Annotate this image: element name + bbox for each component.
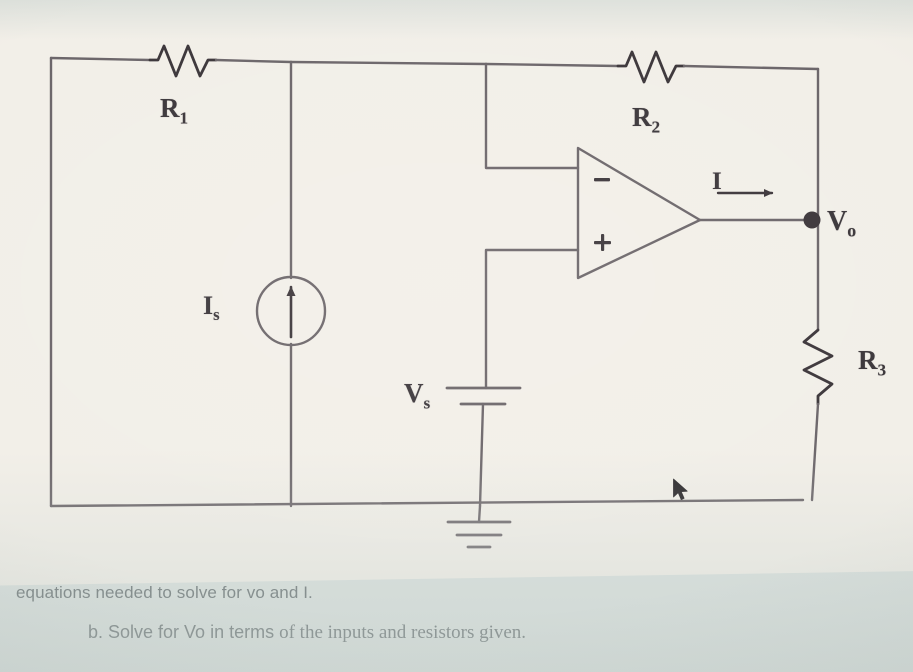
wire-to-noninverting-input [484, 248, 580, 390]
label-r2: R2 [632, 102, 661, 137]
label-is-subscript: s [213, 305, 220, 325]
wire-top-right-in [484, 62, 620, 68]
label-r3: R3 [858, 345, 887, 380]
label-r1-subscript: 1 [179, 108, 189, 128]
wire-r2-to-right-rail [682, 64, 820, 71]
question-line-a: equations needed to solve for vo and I. [16, 583, 313, 602]
wire-r3-to-bottom-rail [810, 402, 820, 502]
label-r3-subscript: 3 [877, 360, 887, 380]
resistor-r2-body [616, 50, 686, 84]
label-r1: R1 [160, 93, 189, 128]
wire-vs-to-ground [477, 504, 482, 524]
label-r2-subscript: 2 [651, 117, 661, 137]
label-is: Is [203, 291, 220, 325]
op-amp-triangle [576, 146, 702, 280]
resistor-r3-body [802, 328, 834, 406]
opamp-minus-sign [594, 178, 610, 182]
label-vo: Vo [827, 206, 857, 241]
wire-bottom-rail [49, 498, 805, 508]
question-line-b: b. Solve for Vo in terms of the inputs a… [88, 622, 526, 644]
resistor-r1-body [148, 44, 218, 78]
label-vs: Vs [404, 378, 431, 413]
circuit-diagram [49, 44, 834, 549]
wire-junction-to-inv-drop [289, 60, 488, 66]
wire-to-inverting-input [484, 62, 580, 170]
label-vs-subscript: s [423, 393, 431, 413]
question-line-b-prefix: b. Solve for Vo in terms [88, 622, 280, 642]
label-vo-subscript: o [847, 220, 857, 241]
question-line-b-suffix: of the inputs and resistors given. [279, 622, 527, 643]
wire-r1-to-junction [214, 58, 293, 64]
opamp-plus-sign-vertical [601, 234, 605, 251]
mouse-cursor-icon [673, 478, 688, 500]
wire-vs-to-bottom-rail [478, 402, 485, 508]
label-current-i: I [712, 168, 722, 195]
wire-top-left-in [49, 56, 152, 62]
node-dot-vo [803, 211, 821, 229]
